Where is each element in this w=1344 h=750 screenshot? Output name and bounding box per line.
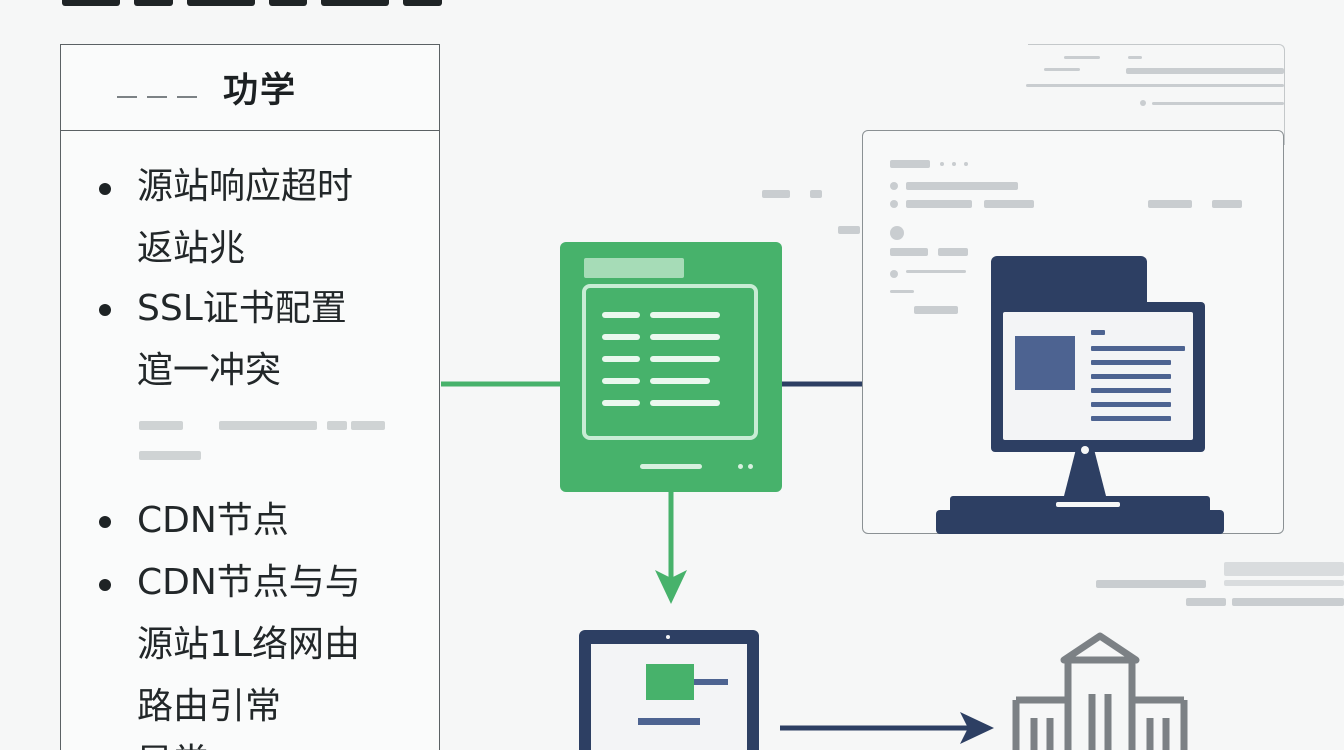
faded-dot <box>1140 100 1146 106</box>
server-led <box>748 464 753 469</box>
faded-text-bar <box>139 421 183 430</box>
faded-bar <box>890 248 928 256</box>
faded-dot <box>890 226 904 240</box>
issues-panel: 功学 源站响应超时 返站兆 SSL证书配置 逭一冲突 CDN节点 CDN节点与与… <box>60 44 440 750</box>
faded-bar <box>1224 562 1344 576</box>
faded-text-bar <box>351 421 385 430</box>
image-placeholder-icon <box>1015 336 1075 390</box>
header-dashes <box>117 95 197 98</box>
faded-text-bar <box>219 421 317 430</box>
monitor-screen <box>1003 312 1193 440</box>
item-4-line-1: CDN节点与与 <box>137 562 361 603</box>
laptop-bar <box>638 718 700 725</box>
laptop-icon <box>579 630 759 750</box>
faded-bar <box>984 200 1034 208</box>
desktop-monitor-icon <box>991 302 1205 452</box>
faded-bar <box>1064 56 1100 59</box>
faded-bar <box>762 190 790 198</box>
panel-title: 功学 <box>223 71 298 111</box>
item-1-line-2: 返站兆 <box>137 228 246 269</box>
faded-dot <box>952 162 956 166</box>
server-led <box>738 464 743 469</box>
item-2-line-1: SSL证书配置 <box>137 288 347 329</box>
monitor-base <box>936 510 1224 534</box>
bullet-dot <box>99 304 111 316</box>
item-2-line-2: 逭一冲突 <box>137 350 282 391</box>
faded-bar <box>906 182 1018 190</box>
faded-bar <box>1096 580 1206 588</box>
faded-dot <box>890 200 898 208</box>
faded-bar <box>906 200 972 208</box>
arrowhead-down-icon <box>655 570 687 604</box>
laptop-green-block <box>646 664 694 700</box>
faded-bar <box>1044 68 1080 71</box>
arrowhead-right-icon <box>960 712 994 744</box>
server-screen <box>582 284 758 440</box>
item-3-line-1: CDN节点 <box>137 500 289 541</box>
laptop-camera <box>666 635 670 639</box>
faded-bar <box>890 290 914 293</box>
bullet-dot <box>99 516 111 528</box>
faded-bar <box>1026 84 1284 87</box>
server-tab <box>584 258 684 278</box>
faded-bar <box>838 226 860 234</box>
clipped-title-fragment <box>62 0 442 6</box>
item-4-line-3: 路由引常 <box>137 686 282 727</box>
faded-bar <box>1128 56 1142 59</box>
monitor-base-slot <box>1056 502 1120 507</box>
faded-bar <box>1186 598 1226 606</box>
faded-bar <box>906 270 966 273</box>
item-4-line-4: 异常 <box>137 741 209 750</box>
item-4-line-2: 源站1L络网由 <box>137 624 360 665</box>
laptop-screen <box>591 644 747 750</box>
faded-bar <box>914 306 958 314</box>
faded-text-bar <box>327 421 347 430</box>
faded-bar <box>1232 598 1344 606</box>
faded-text-bar <box>139 451 201 460</box>
panel-header: 功学 <box>61 45 439 131</box>
faded-dot <box>940 162 944 166</box>
monitor-power-led <box>1081 446 1089 454</box>
faded-bar <box>1148 200 1192 208</box>
faded-bar <box>810 190 822 198</box>
faded-bar <box>1212 200 1242 208</box>
bullet-dot <box>99 183 111 195</box>
server-icon <box>560 242 782 492</box>
faded-dot <box>890 270 898 278</box>
faded-bar <box>1152 102 1284 105</box>
server-foot <box>640 464 702 469</box>
item-1-line-1: 源站响应超时 <box>137 166 354 207</box>
faded-bar <box>938 248 968 256</box>
faded-bar <box>890 160 930 168</box>
faded-bar <box>1224 580 1344 586</box>
faded-dot <box>964 162 968 166</box>
faded-bar <box>1126 68 1284 74</box>
laptop-connector <box>694 679 728 685</box>
faded-dot <box>890 182 898 190</box>
background-frame <box>1028 44 1285 145</box>
bullet-dot <box>99 579 111 591</box>
